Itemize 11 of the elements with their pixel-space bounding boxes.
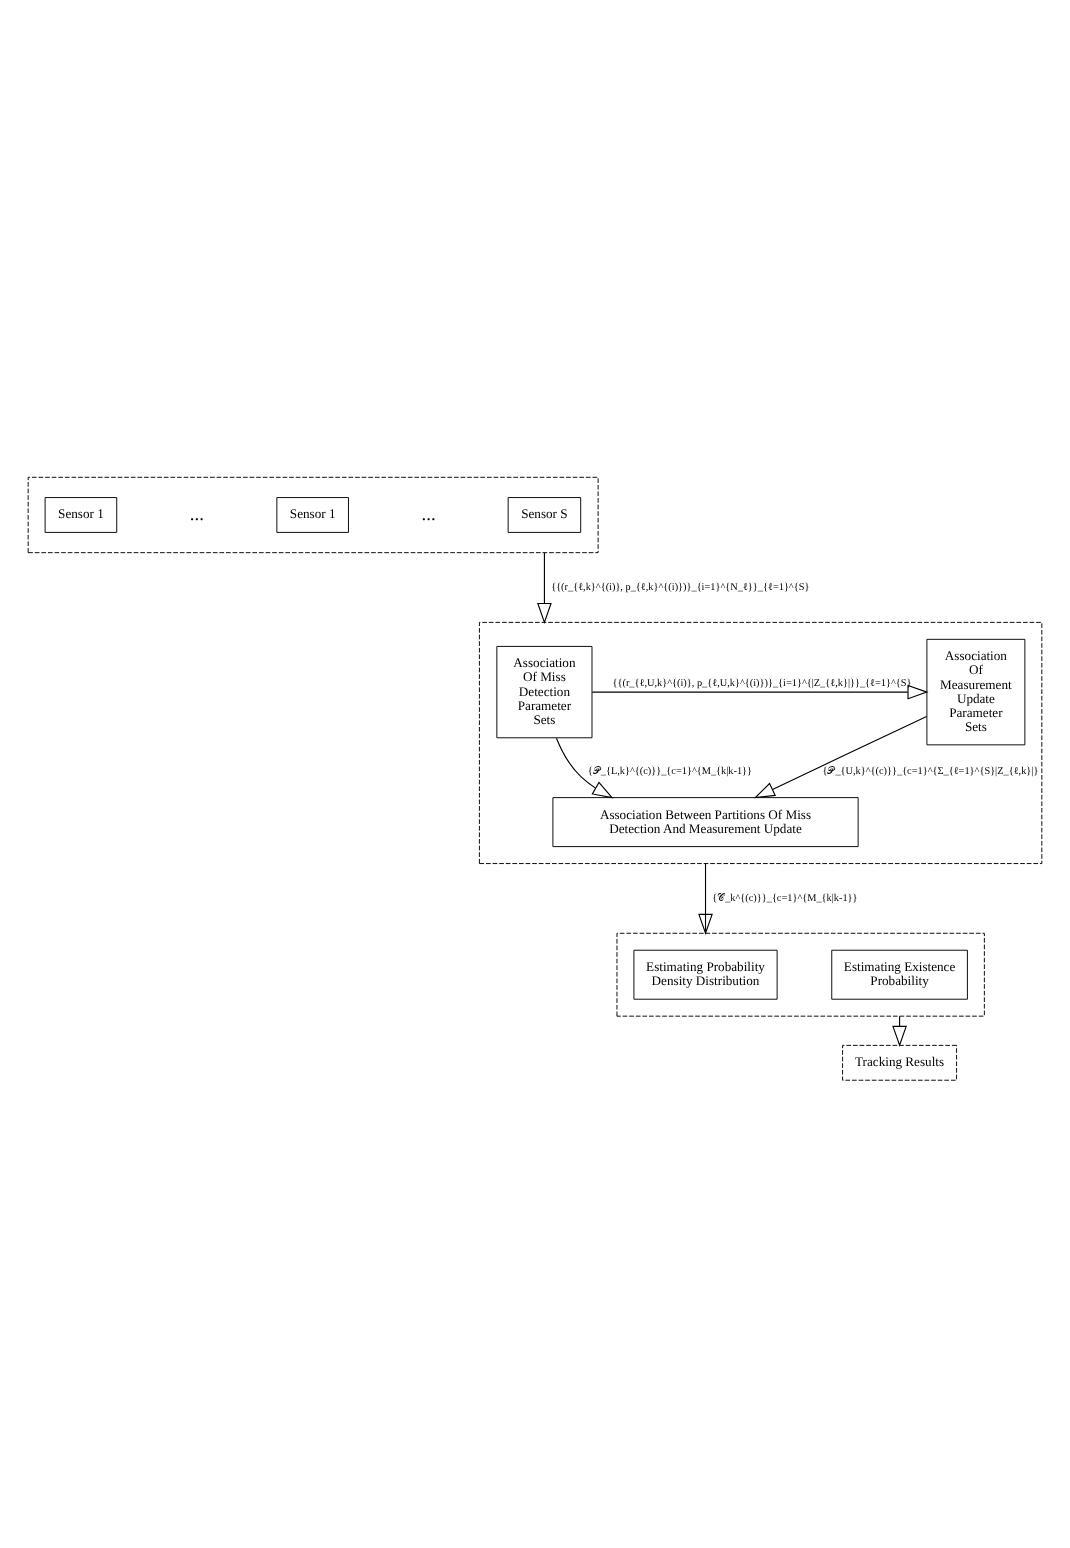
arrow: [555, 736, 614, 798]
arrow: [892, 1014, 907, 1046]
arrow: [753, 714, 928, 798]
cluster: [616, 931, 985, 1016]
arrow: [698, 862, 713, 934]
arrow: [591, 683, 929, 699]
label: ...: [189, 504, 204, 525]
cluster: [27, 475, 599, 553]
cluster: [478, 620, 1043, 863]
label: ...: [421, 504, 436, 525]
arrow: [537, 551, 552, 624]
